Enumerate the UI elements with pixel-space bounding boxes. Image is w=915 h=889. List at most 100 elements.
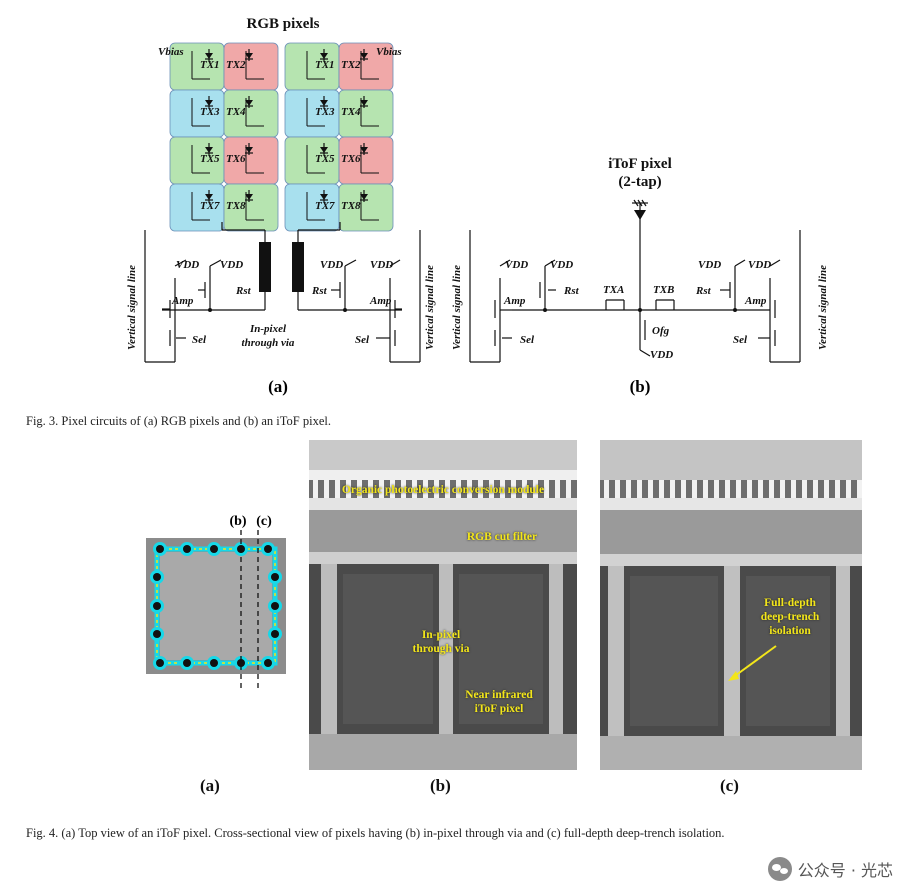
tx-label: TX2 <box>341 59 361 71</box>
cut-label-b: (b) <box>229 514 246 529</box>
sem-b-filter-label: RGB cut filter <box>466 531 538 543</box>
pixel-cell: TX4 <box>223 89 279 138</box>
svg-text:Amp: Amp <box>503 295 526 307</box>
tx-label: TX6 <box>226 153 246 165</box>
pixel-cell: TX7 <box>169 183 225 232</box>
svg-text:Sel: Sel <box>192 334 207 346</box>
pixel-cell: TX4 <box>338 89 394 138</box>
rgb-readout-left <box>144 230 266 363</box>
svg-text:through via: through via <box>242 337 295 349</box>
sem-c-dti-label-1: Full-depth <box>764 597 816 609</box>
tx-label: TX4 <box>226 106 246 118</box>
tx-label: TX5 <box>315 153 335 165</box>
svg-text:Amp: Amp <box>171 295 194 307</box>
sem-b-via-label-2: through via <box>412 643 470 655</box>
svg-text:Sel: Sel <box>733 334 748 346</box>
sem-image-b: Organic photoelectric conversion module … <box>309 440 577 770</box>
through-via-contact <box>150 570 164 584</box>
fig4-label-b: (b) <box>430 776 451 795</box>
pixel-cell: TX2 <box>223 42 279 91</box>
txa-label: TXA <box>603 284 624 296</box>
svg-text:Sel: Sel <box>355 334 370 346</box>
pixel-cell: TX6 <box>338 136 394 185</box>
svg-text:VDD: VDD <box>650 349 673 361</box>
fig3-label-b: (b) <box>630 377 651 396</box>
svg-text:Rst: Rst <box>235 285 252 297</box>
svg-text:Amp: Amp <box>369 295 392 307</box>
svg-text:(2-tap): (2-tap) <box>618 174 661 190</box>
vertical-signal-line-left: Vertical signal line <box>126 265 138 350</box>
tx-label: TX8 <box>226 200 246 212</box>
through-via-contact <box>234 656 248 670</box>
svg-text:Rst: Rst <box>563 285 580 297</box>
pixel-cell: TX8 <box>223 183 279 232</box>
pixel-cell: TX2 <box>338 42 394 91</box>
through-via-contact <box>268 627 282 641</box>
itof-circuit <box>469 199 801 363</box>
svg-text:VDD: VDD <box>370 259 393 271</box>
tx-label: TX1 <box>315 59 335 71</box>
pixel-cell: TX5 <box>284 136 340 185</box>
through-via-contact <box>207 656 221 670</box>
svg-text:Vertical signal line: Vertical signal line <box>817 265 829 350</box>
fig4-label-a: (a) <box>200 776 220 795</box>
fig3-label-a: (a) <box>268 377 288 396</box>
tx-label: TX3 <box>315 106 335 118</box>
svg-text:Rst: Rst <box>695 285 712 297</box>
tx-label: TX4 <box>341 106 361 118</box>
svg-text:Amp: Amp <box>744 295 767 307</box>
sem-image-c: Full-depth deep-trench isolation <box>600 440 862 770</box>
itof-top-view: (b) (c) <box>146 514 286 688</box>
rgb-readout-right <box>297 230 421 363</box>
through-via-contact <box>153 542 167 556</box>
through-via-contact <box>261 656 275 670</box>
pixel-cell: TX1 <box>284 42 340 91</box>
tx-label: TX1 <box>200 59 220 71</box>
svg-text:VDD: VDD <box>220 259 243 271</box>
fig4-label-c: (c) <box>720 776 739 795</box>
sem-c-dti-label-2: deep-trench <box>760 611 820 623</box>
fig3-caption: Fig. 3. Pixel circuits of (a) RGB pixels… <box>26 414 331 428</box>
vbias-right-label: Vbias <box>376 46 402 58</box>
tx-label: TX8 <box>341 200 361 212</box>
through-via-contact <box>268 599 282 613</box>
sem-b-nir-label-1: Near infrared <box>465 689 533 701</box>
svg-text:VDD: VDD <box>505 259 528 271</box>
through-via-contact <box>150 599 164 613</box>
svg-text:Sel: Sel <box>520 334 535 346</box>
tx-label: TX6 <box>341 153 361 165</box>
watermark: 公众号 · 光芯 <box>767 857 893 881</box>
tx-label: TX3 <box>200 106 220 118</box>
in-pixel-via-label: In-pixel <box>249 323 287 335</box>
sem-c-dti-label-3: isolation <box>769 625 811 637</box>
tx-label: TX7 <box>200 200 220 212</box>
sem-b-module-label: Organic photoelectric conversion module <box>341 484 545 496</box>
cut-label-c: (c) <box>256 514 272 529</box>
through-via-contact <box>268 570 282 584</box>
vbias-left-label: Vbias <box>158 46 184 58</box>
through-via-contact <box>150 627 164 641</box>
in-pixel-via-left <box>259 242 271 292</box>
through-via-contact <box>261 542 275 556</box>
pixel-cell: TX5 <box>169 136 225 185</box>
sem-b-nir-label-2: iToF pixel <box>474 703 524 715</box>
svg-text:VDD: VDD <box>550 259 573 271</box>
itof-title: iToF pixel <box>608 156 672 172</box>
rgb-pixels-title: RGB pixels <box>247 16 320 32</box>
tx-label: TX7 <box>315 200 335 212</box>
through-via-contact <box>180 656 194 670</box>
in-pixel-via-right <box>292 242 304 292</box>
svg-text:Rst: Rst <box>311 285 328 297</box>
pixel-cell: TX3 <box>284 89 340 138</box>
tx-label: TX5 <box>200 153 220 165</box>
svg-text:VDD: VDD <box>748 259 771 271</box>
txb-label: TXB <box>653 284 674 296</box>
pixel-cell: TX7 <box>284 183 340 232</box>
svg-text:Vertical signal line: Vertical signal line <box>451 265 463 350</box>
sem-b-via-label-1: In-pixel <box>421 629 461 641</box>
fig4-caption: Fig. 4. (a) Top view of an iToF pixel. C… <box>26 826 725 840</box>
through-via-contact <box>207 542 221 556</box>
through-via-contact <box>180 542 194 556</box>
